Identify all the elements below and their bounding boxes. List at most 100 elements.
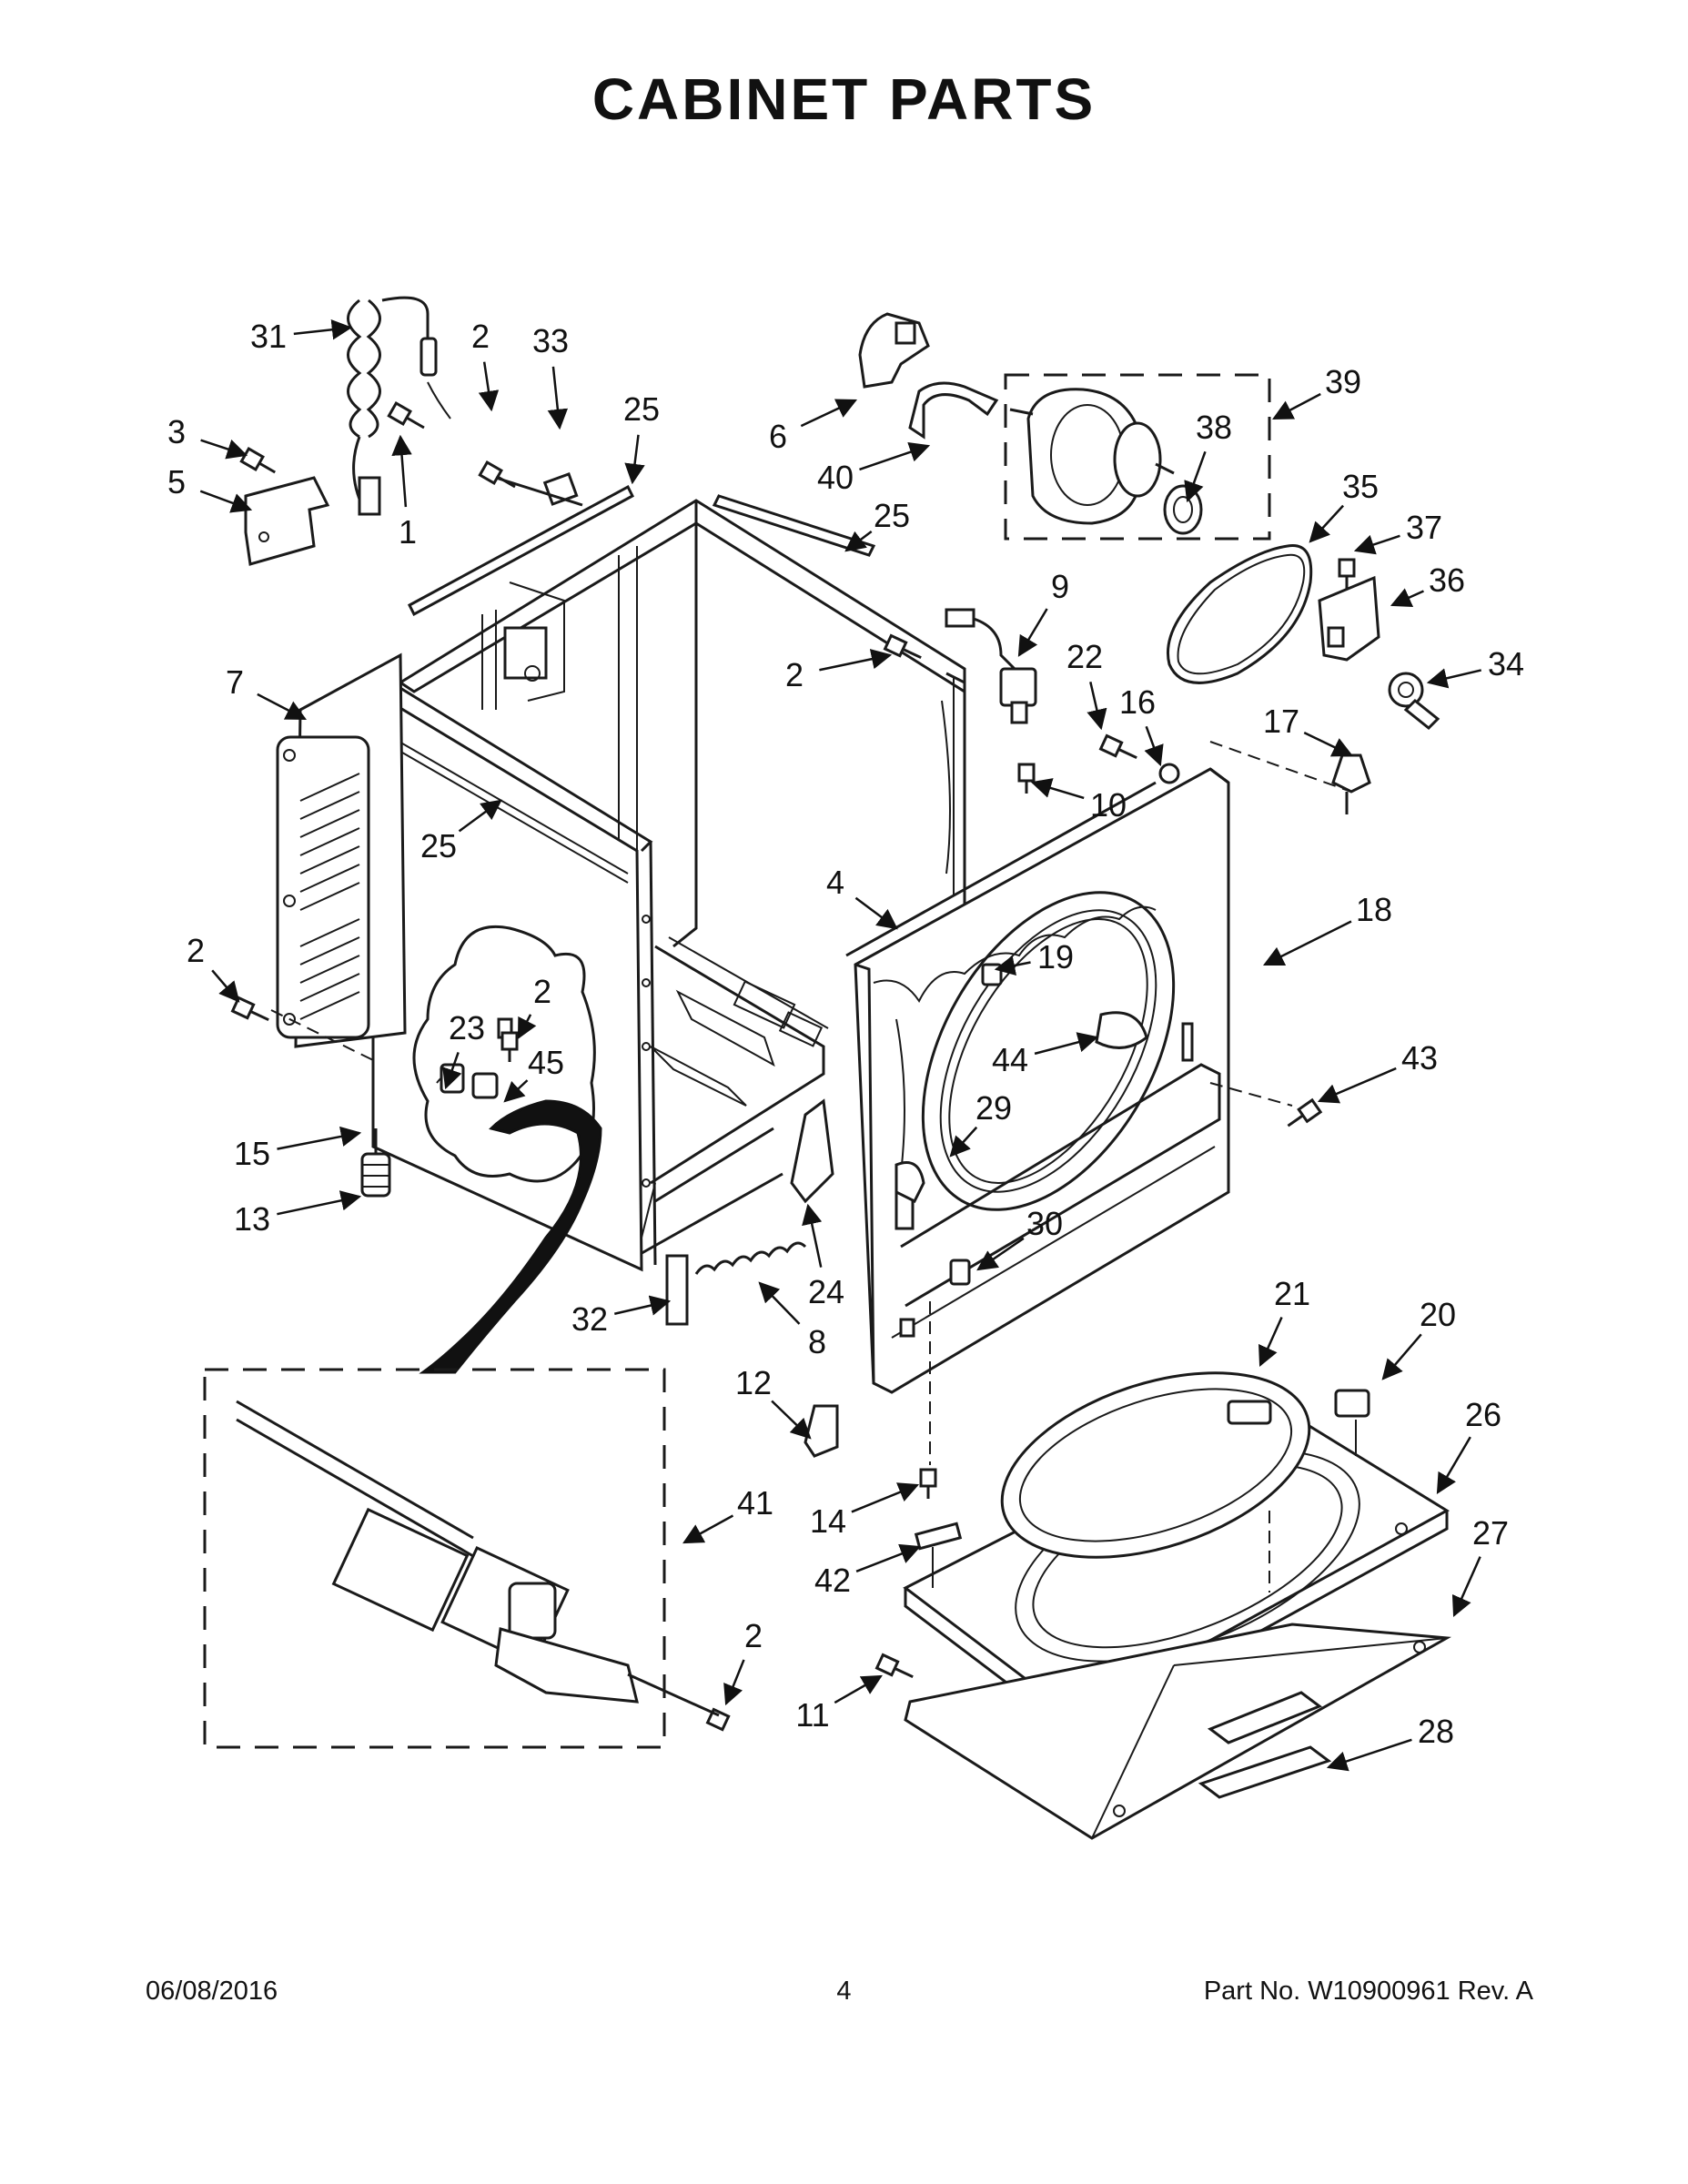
callout-leader <box>994 955 1031 976</box>
callout-leader <box>1184 450 1207 503</box>
callout-label: 29 <box>975 1089 1012 1127</box>
callout-leader <box>624 434 645 485</box>
callout-leader <box>855 1543 922 1573</box>
callout-c33: 33 <box>532 322 569 430</box>
callout-label: 10 <box>1090 786 1127 824</box>
cabinet-frame <box>398 484 966 1258</box>
callout-leader <box>211 969 240 1003</box>
callout-leader <box>723 1659 745 1706</box>
page-title: CABINET PARTS <box>591 66 1097 132</box>
callout-leader <box>1436 1436 1471 1494</box>
callout-c44: 44 <box>992 1032 1099 1078</box>
callout-leader <box>802 1203 823 1268</box>
callout-leader <box>1262 920 1352 966</box>
callout-leader <box>1353 534 1400 555</box>
callout-c12: 12 <box>735 1364 812 1440</box>
bracket-42 <box>914 1522 963 1551</box>
callout-label: 44 <box>992 1041 1028 1078</box>
callout-label: 30 <box>1026 1205 1063 1242</box>
callout-leader <box>199 490 253 513</box>
callout-leader <box>391 434 412 508</box>
callout-label: 2 <box>533 973 551 1010</box>
callout-c9: 9 <box>1017 568 1069 657</box>
callout-label: 4 <box>826 864 844 901</box>
callout-leader <box>1317 1067 1397 1104</box>
callout-label: 19 <box>1037 938 1074 976</box>
callout-c45: 45 <box>503 1044 564 1103</box>
callout-leader <box>800 399 858 428</box>
callout-c24: 24 <box>802 1203 844 1310</box>
exhaust-duct <box>419 1099 602 1374</box>
callout-c17: 17 <box>1263 703 1354 757</box>
callout-leader <box>1087 682 1107 731</box>
callout-label: 28 <box>1418 1713 1454 1750</box>
footer-date: 06/08/2016 <box>146 1977 278 2006</box>
callout-label: 20 <box>1420 1296 1456 1333</box>
callout-leader <box>1309 504 1345 543</box>
callout-c14: 14 <box>810 1482 920 1540</box>
callout-label: 12 <box>735 1364 772 1401</box>
callout-leader <box>819 649 893 672</box>
footer-page-number: 4 <box>836 1977 852 2006</box>
bracket-36 <box>1318 575 1380 662</box>
callout-label: 40 <box>817 459 854 496</box>
clip-17 <box>1209 741 1371 814</box>
callout-label: 34 <box>1488 645 1524 682</box>
callout-label: 22 <box>1066 638 1103 675</box>
leveling-leg <box>360 1128 391 1198</box>
callout-leader <box>1258 1317 1283 1368</box>
part-16 <box>1158 763 1180 784</box>
callout-leader <box>771 1400 812 1440</box>
part-29 <box>895 1161 925 1204</box>
callout-label: 11 <box>795 1696 829 1734</box>
callout-label: 8 <box>808 1323 826 1360</box>
door-switch <box>945 608 1037 724</box>
callout-leader <box>1303 732 1354 757</box>
callout-leader <box>458 799 502 833</box>
callout-leader <box>1034 1032 1099 1056</box>
callout-label: 24 <box>808 1273 844 1310</box>
callout-leader <box>1326 1738 1412 1772</box>
callout-c25c: 25 <box>420 799 502 864</box>
callout-leader <box>851 1482 920 1513</box>
callout-c13: 13 <box>234 1190 362 1238</box>
callout-label: 3 <box>167 413 186 450</box>
callout-c42: 42 <box>814 1543 922 1599</box>
callout-label: 32 <box>571 1300 608 1338</box>
motor-assembly <box>1004 373 1271 541</box>
callout-label: 18 <box>1356 891 1392 928</box>
callout-label: 37 <box>1406 509 1442 546</box>
callout-c29: 29 <box>949 1089 1012 1158</box>
callout-leader <box>682 1514 734 1544</box>
callout-label: 23 <box>449 1009 485 1046</box>
callout-c8: 8 <box>758 1281 826 1360</box>
callout-leader <box>257 693 307 721</box>
callout-leader <box>277 1126 362 1150</box>
callout-leader <box>614 1295 672 1316</box>
base-assembly <box>903 1371 1451 1840</box>
callout-leader <box>478 361 500 412</box>
front-panel <box>845 767 1230 1394</box>
callout-leader <box>976 1237 1025 1271</box>
callout-leader <box>293 319 353 340</box>
callout-c27: 27 <box>1451 1514 1509 1618</box>
callout-c3: 3 <box>167 413 248 460</box>
callout-leader <box>1451 1556 1481 1618</box>
callout-c41: 41 <box>682 1484 773 1544</box>
callout-leader <box>442 1051 462 1090</box>
callout-c5: 5 <box>167 463 253 513</box>
callout-c39: 39 <box>1272 363 1361 420</box>
callout-leader <box>758 1281 801 1325</box>
callout-c19: 19 <box>994 938 1074 976</box>
callout-c11: 11 <box>795 1674 883 1734</box>
callout-leader <box>1272 392 1321 420</box>
hinge-bracket <box>790 1098 834 1204</box>
callout-label: 25 <box>623 390 660 428</box>
callout-c15: 15 <box>234 1126 362 1172</box>
callout-c40: 40 <box>817 441 931 496</box>
callout-label: 2 <box>471 318 490 355</box>
callout-c2c: 2 <box>187 932 240 1003</box>
callout-leader <box>1030 778 1085 800</box>
